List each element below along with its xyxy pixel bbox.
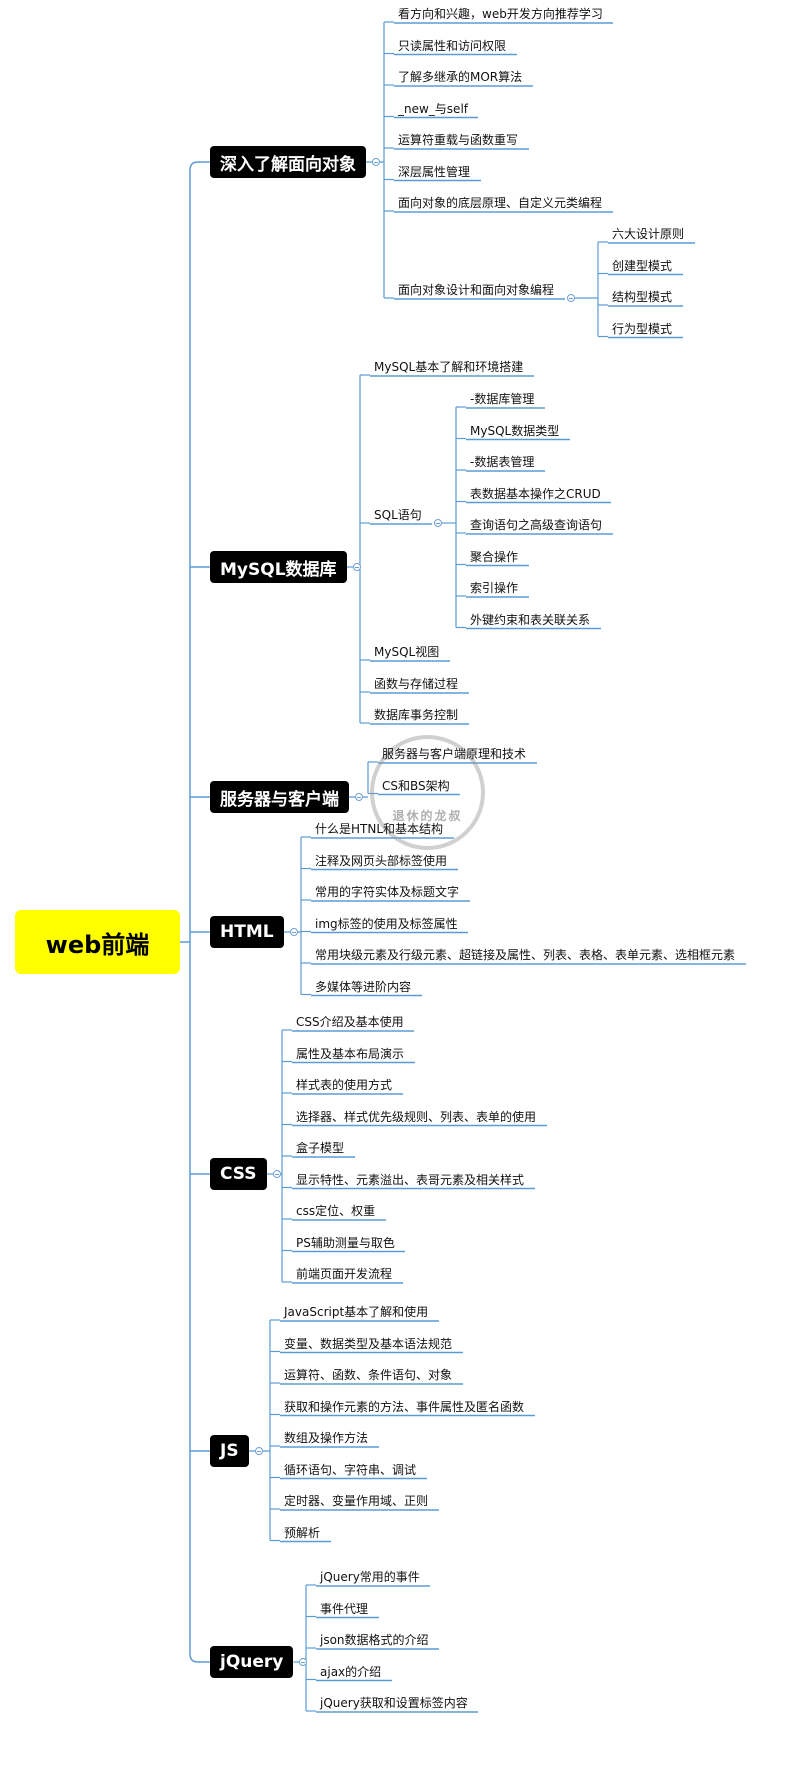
branch-node-2[interactable]: 服务器与客户端 [210,781,349,813]
leaf-item: 数组及操作方法 [284,1431,369,1445]
branch-node-6[interactable]: jQuery [210,1646,294,1678]
branch-node-4[interactable]: CSS [210,1158,267,1190]
root-node[interactable]: web前端 [15,910,180,974]
leaf-item: _new_与self [398,101,468,116]
leaf-item: 循环语句、字符串、调试 [284,1462,417,1477]
collapse-toggle[interactable] [355,793,363,801]
leaf-item: css定位、权重 [296,1204,376,1218]
sub-leaf-item: 查询语句之高级查询语句 [470,518,603,532]
leaf-item: 属性及基本布局演示 [296,1046,405,1061]
leaf-item: MySQL基本了解和环境搭建 [374,360,524,374]
sub-leaf-item: 外键约束和表关联关系 [470,612,591,627]
connector-line [189,1653,199,1663]
collapse-toggle[interactable] [272,1170,281,1178]
branch-node-3[interactable]: HTML [210,916,284,948]
leaf-item: 面向对象的底层原理、自定义元类编程 [398,196,603,210]
leaf-item: 运算符重载与函数重写 [398,133,519,147]
collapse-toggle[interactable] [254,1447,263,1455]
leaf-item: jQuery获取和设置标签内容 [320,1696,468,1710]
leaf-item: SQL语句 [374,508,422,522]
leaf-item: 运算符、函数、条件语句、对象 [284,1368,453,1382]
sub-leaf-item: 创建型模式 [612,258,673,273]
leaf-item: 多媒体等进阶内容 [315,979,412,994]
leaf-item: 函数与存储过程 [374,677,459,691]
sub-leaf-item: 六大设计原则 [612,227,685,241]
sub-leaf-item: 行为型模式 [612,321,673,336]
watermark-stamp: 退休的龙叔 [370,735,485,850]
collapse-toggle[interactable] [352,563,361,571]
leaf-item: 什么是HTNL和基本结构 [315,822,444,836]
leaf-item: 获取和操作元素的方法、事件属性及匿名函数 [284,1399,525,1414]
leaf-item: 变量、数据类型及基本语法规范 [284,1336,453,1351]
leaf-item: 面向对象设计和面向对象编程 [398,283,555,297]
leaf-item: 预解析 [284,1525,321,1540]
leaf-item: 样式表的使用方式 [296,1078,393,1092]
branch-node-5[interactable]: JS [210,1435,249,1467]
sub-leaf-item: 索引操作 [470,581,519,595]
leaf-item: MySQL视图 [374,645,440,659]
leaf-item: json数据格式的介绍 [320,1633,429,1647]
sub-leaf-item: MySQL数据类型 [470,423,560,438]
leaf-item: 定时器、变量作用域、正则 [284,1494,429,1508]
leaf-item: 显示特性、元素溢出、表哥元素及相关样式 [296,1172,525,1187]
branch-node-0[interactable]: 深入了解面向对象 [210,146,366,178]
leaf-item: 了解多继承的MOR算法 [398,70,523,84]
leaf-item: 盒子模型 [296,1141,345,1155]
connector-line [189,161,199,171]
leaf-item: 选择器、样式优先级规则、列表、表单的使用 [296,1109,537,1124]
leaf-item: 深层属性管理 [398,164,471,179]
leaf-item: ajax的介绍 [320,1664,382,1679]
sub-leaf-item: -数据库管理 [470,392,535,406]
leaf-item: CSS介绍及基本使用 [296,1015,404,1029]
branch-node-1[interactable]: MySQL数据库 [210,551,347,583]
sub-leaf-item: -数据表管理 [470,455,535,469]
collapse-toggle[interactable] [372,158,380,166]
leaf-item: 数据库事务控制 [374,708,459,722]
leaf-item: 只读属性和访问权限 [398,38,507,53]
leaf-item: 看方向和兴趣，web开发方向推荐学习 [398,7,603,21]
leaf-item: 服务器与客户端原理和技术 [382,747,527,761]
collapse-toggle[interactable] [299,1658,308,1666]
leaf-item: img标签的使用及标签属性 [315,916,458,931]
collapse-toggle[interactable] [434,519,442,527]
leaf-item: 常用块级元素及行级元素、超链接及属性、列表、表格、表单元素、选相框元素 [315,948,736,962]
leaf-item: 注释及网页头部标签使用 [315,853,448,868]
leaf-item: PS辅助测量与取色 [296,1235,395,1250]
leaf-item: jQuery常用的事件 [320,1570,420,1584]
leaf-item: CS和BS架构 [382,778,450,793]
sub-leaf-item: 结构型模式 [612,290,673,304]
collapse-toggle[interactable] [289,928,298,936]
leaf-item: 前端页面开发流程 [296,1267,393,1281]
sub-leaf-item: 聚合操作 [470,549,519,564]
leaf-item: 事件代理 [320,1601,369,1616]
leaf-item: JavaScript基本了解和使用 [284,1305,429,1319]
collapse-toggle[interactable] [567,294,575,302]
leaf-item: 常用的字符实体及标题文字 [315,885,460,899]
sub-leaf-item: 表数据基本操作之CRUD [470,486,601,501]
watermark-text: 退休的龙叔 [392,809,463,823]
